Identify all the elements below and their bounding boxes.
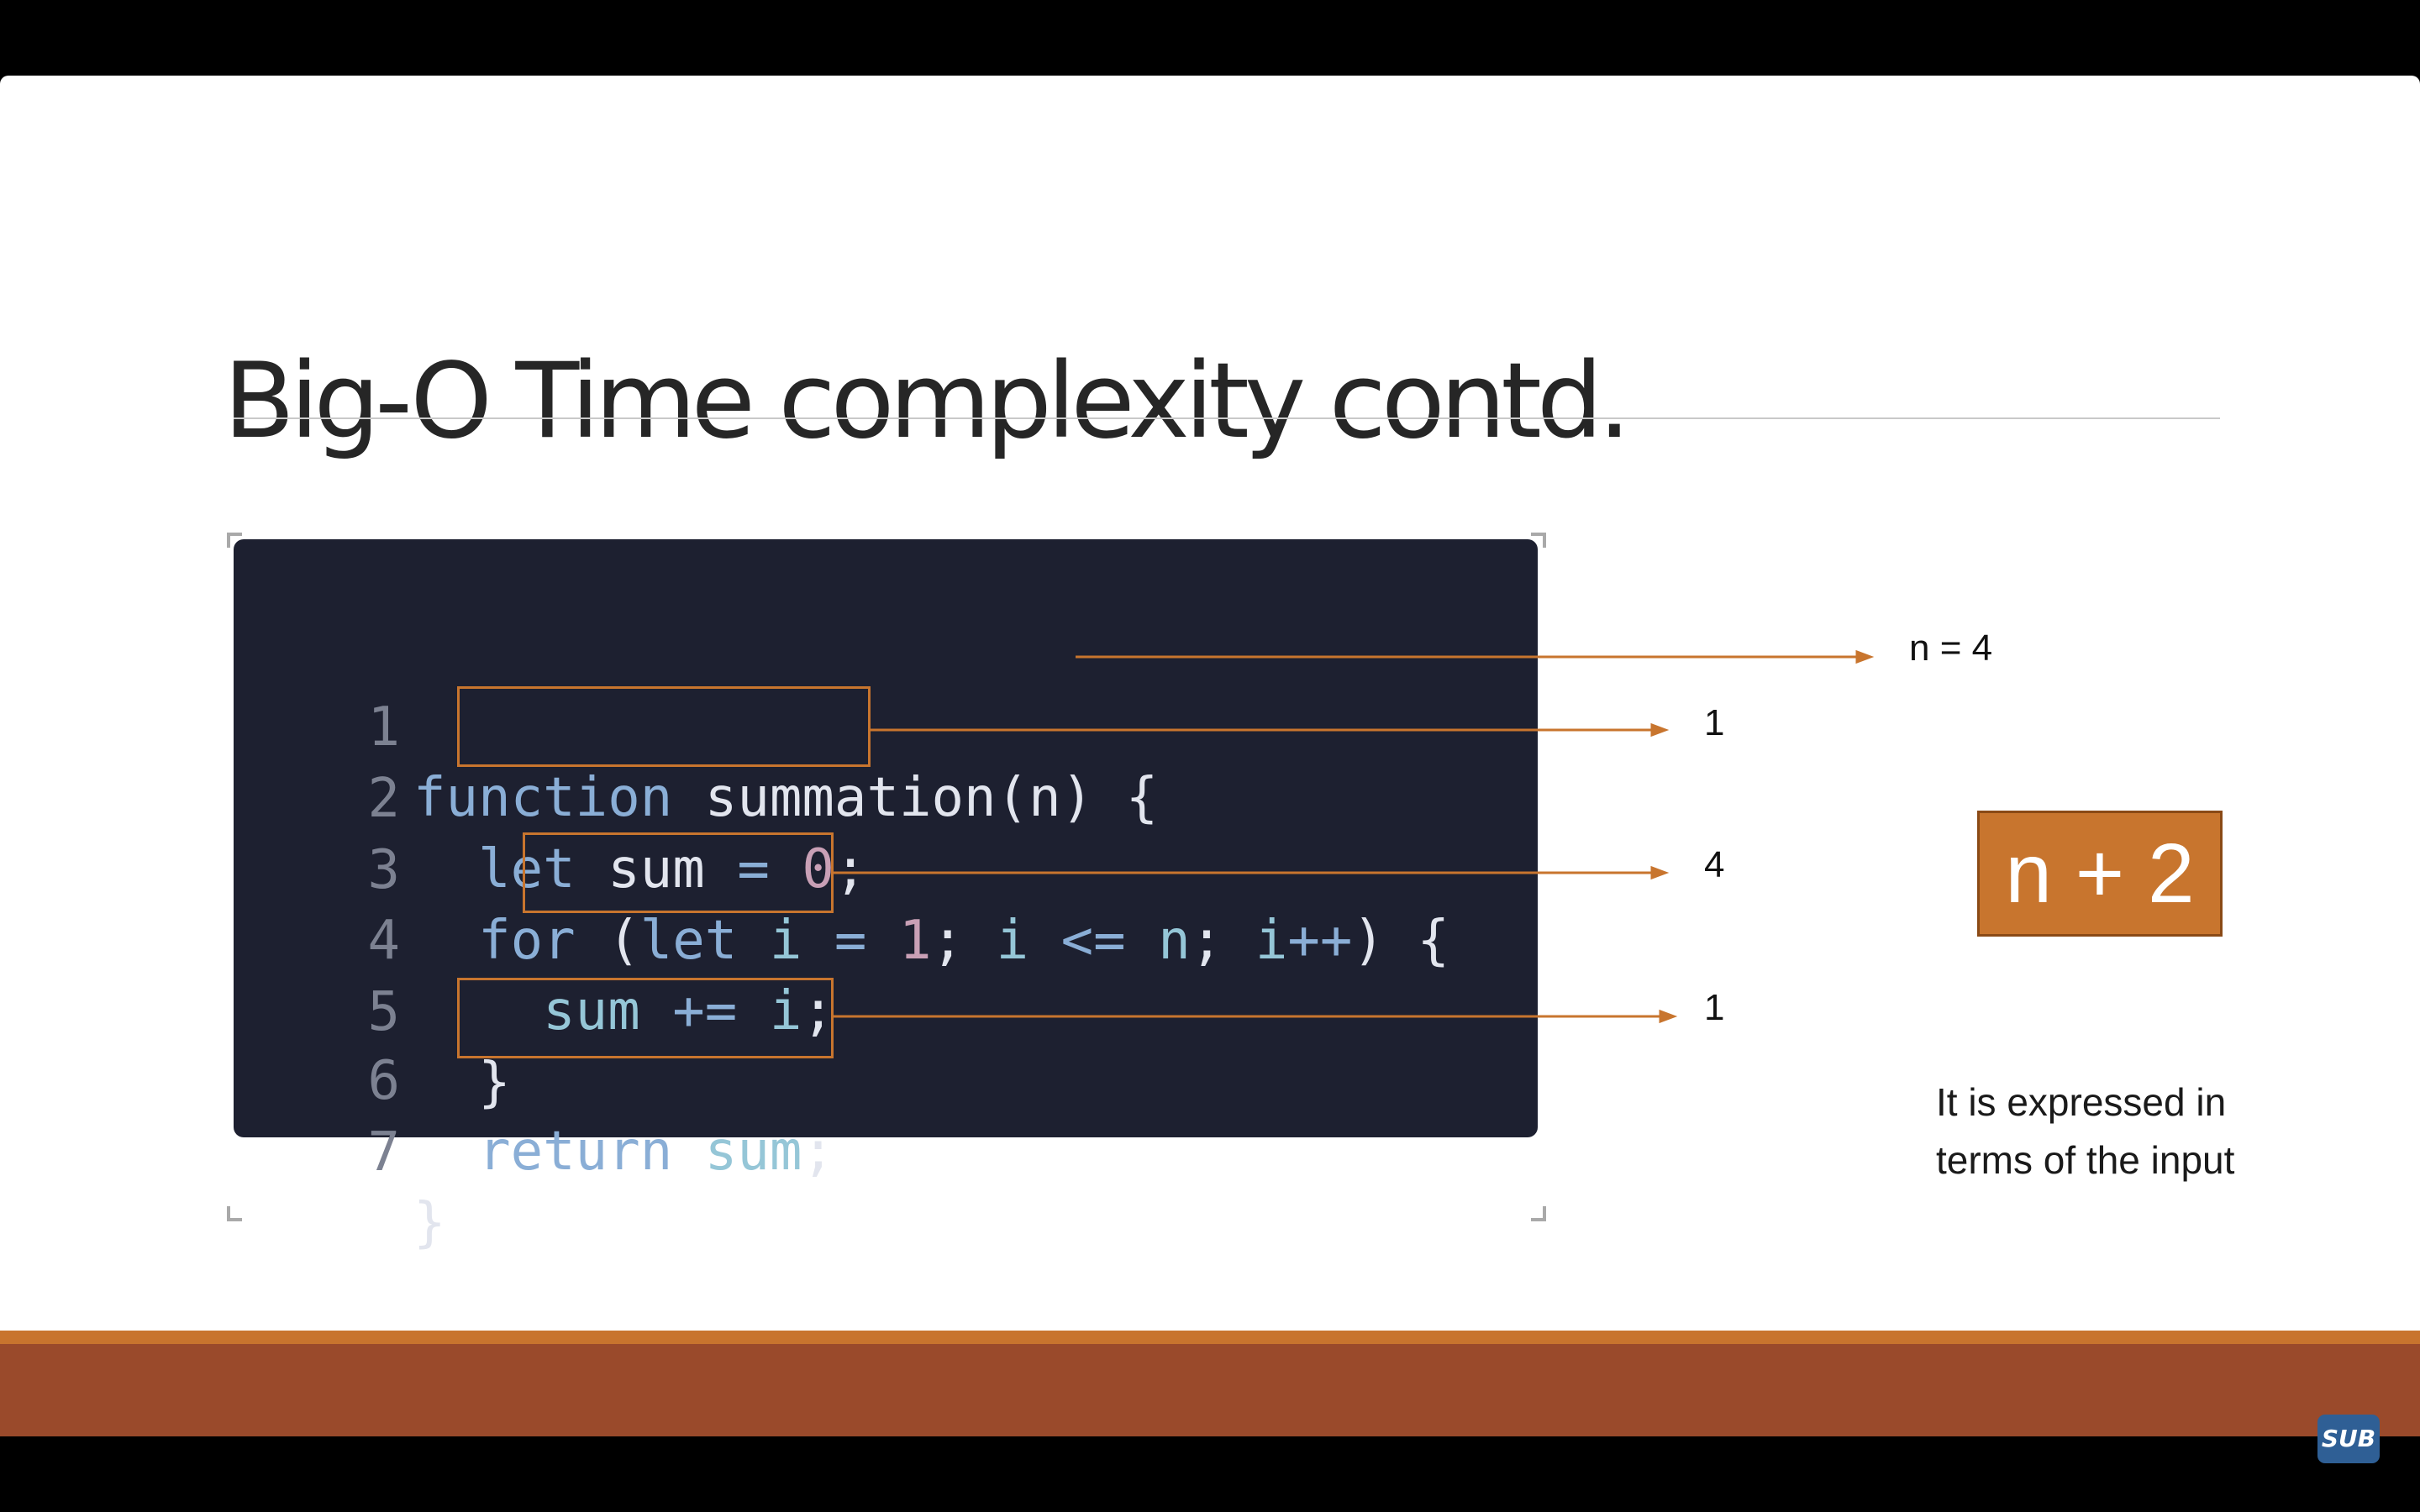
code-line-3: 3 for (let i = 1; i <= n; i++) { [234,764,1449,972]
selection-corner-handle [227,533,242,548]
line-number: 5 [367,981,400,1043]
code-line-6: 6 return sum; [234,975,834,1183]
code-text: let sum = 0; [478,838,867,900]
line-number: 1 [367,696,400,759]
presentation-slide: Big-O Time complexity contd. 1 function … [0,76,2420,1436]
code-line-5: 5 } [234,906,557,1114]
arrow-head-icon [1650,865,1670,880]
code-line-7: 7 } [234,1047,557,1254]
footer-band [0,1344,2420,1436]
selection-corner-handle [227,1206,242,1221]
line-number: 2 [367,768,400,830]
code-text: } [478,1052,511,1114]
code-text: return sum; [478,1121,834,1183]
code-text: function summation(n) { [413,767,1159,829]
complexity-expression-box: n + 2 [1977,811,2223,937]
code-line-4: 4 sum += i; [234,835,834,1042]
line-number: 7 [367,1121,400,1184]
arrow-head-icon [1659,1009,1678,1024]
count-label-line-6: 1 [1704,987,1725,1028]
title-divider [234,417,2220,419]
highlight-box-return-sum [457,978,834,1058]
code-text: } [413,1192,446,1254]
line-number: 4 [367,910,400,972]
code-image-frame: 1 function summation(n) { 2 let sum = 0;… [227,533,1546,1254]
complexity-note: It is expressed in terms of the input [1936,1080,2235,1182]
arrow-head-icon [1650,722,1670,738]
line-number: 3 [367,839,400,901]
input-size-label: n = 4 [1909,627,1993,669]
code-line-2: 2 let sum = 0; [234,693,866,900]
subtitles-badge[interactable]: SUB [2317,1415,2380,1463]
line-number: 6 [367,1050,400,1112]
code-line-1: 1 function summation(n) { [234,622,1158,829]
code-panel: 1 function summation(n) { 2 let sum = 0;… [234,539,1538,1254]
code-text: for (let i = 1; i <= n; i++) { [478,910,1449,972]
selection-corner-handle [1531,1206,1546,1221]
code-text: sum += i; [543,980,834,1042]
count-label-line-4: 4 [1704,844,1725,885]
footer-accent-stripe [0,1331,2420,1344]
arrow-head-icon [1855,649,1875,664]
slide-title: Big-O Time complexity contd. [224,341,1631,462]
selection-corner-handle [1531,533,1546,548]
highlight-box-let-sum [457,686,871,767]
connector-arrows [834,649,1875,1024]
count-label-line-2: 1 [1704,702,1725,743]
highlight-box-sum-increment [523,832,834,913]
